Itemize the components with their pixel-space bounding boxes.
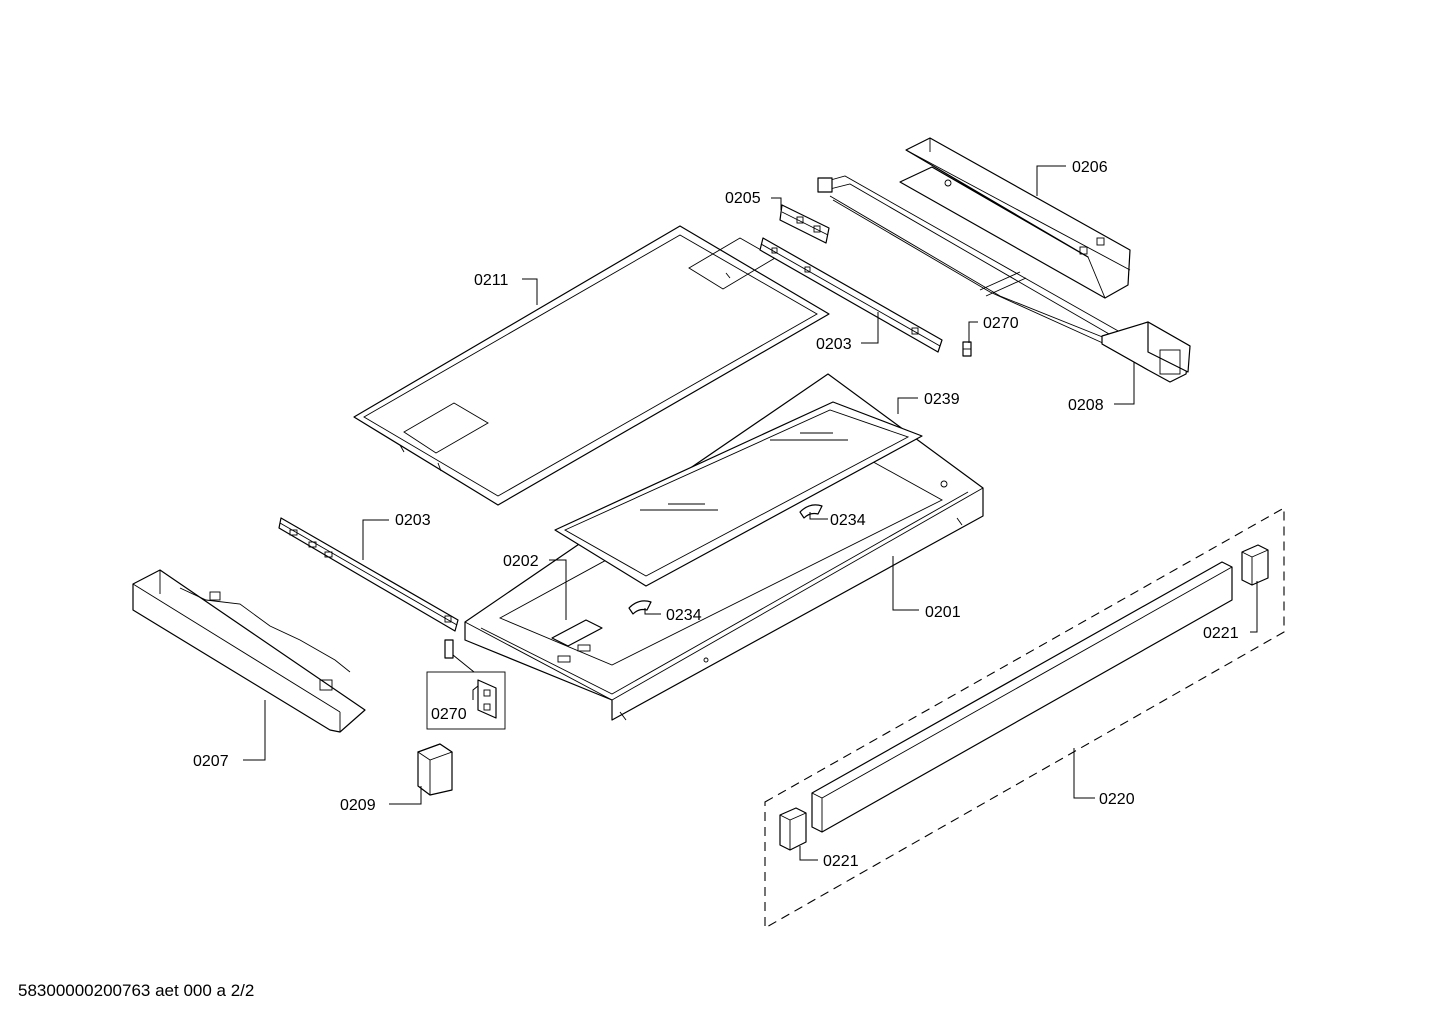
part-0221-end-cap-lower [779,807,807,851]
leader-lines [243,165,1258,861]
part-0211-glass-panel [353,225,830,506]
part-cable-harness [817,175,1121,345]
part-0239-insulation-sheet [554,401,923,587]
part-0234-clip-lower [628,600,652,615]
document-code: 58300000200763 aet 000 a 2/2 [18,981,255,1000]
callout-0202: 0202 [503,553,539,570]
part-0209-end-cap [417,743,453,796]
callout-0203-lower: 0203 [395,512,431,529]
callout-0201: 0201 [925,604,961,621]
callout-0234-upper: 0234 [830,512,866,529]
callout-0209: 0209 [340,797,376,814]
callout-0270-lower: 0270 [431,706,467,723]
part-0220-handle-bar [811,561,1233,833]
callout-0206: 0206 [1072,159,1108,176]
group-outline-0220 [764,507,1285,929]
callout-0211: 0211 [474,272,509,289]
part-0221-end-cap-upper [1241,544,1269,586]
part-0207-front-profile [132,569,366,733]
callout-0208: 0208 [1068,397,1104,414]
part-0205-bracket [779,204,830,244]
part-0206-rear-cover [899,137,1131,299]
part-0234-clip-upper [799,504,823,519]
part-0203-upper-rail [759,237,943,353]
callout-0220: 0220 [1099,791,1135,808]
callout-0207: 0207 [193,753,229,770]
callout-0221-upper: 0221 [1203,625,1239,642]
part-0203-lower-rail [278,517,459,632]
callout-labels: 0206 0205 0211 0270 0203 0208 0239 0203 … [193,159,1239,870]
callout-0270-upper: 0270 [983,315,1019,332]
callout-0205: 0205 [725,190,761,207]
callout-0239: 0239 [924,391,960,408]
part-0270-clip-upper [962,341,972,357]
callout-0221-lower: 0221 [823,853,859,870]
callout-0203-upper: 0203 [816,336,852,353]
part-0202-pad [551,619,603,647]
callout-0234-lower: 0234 [666,607,702,624]
part-0208-switch-module [1101,321,1191,383]
part-0270-clip-lower [426,639,506,730]
